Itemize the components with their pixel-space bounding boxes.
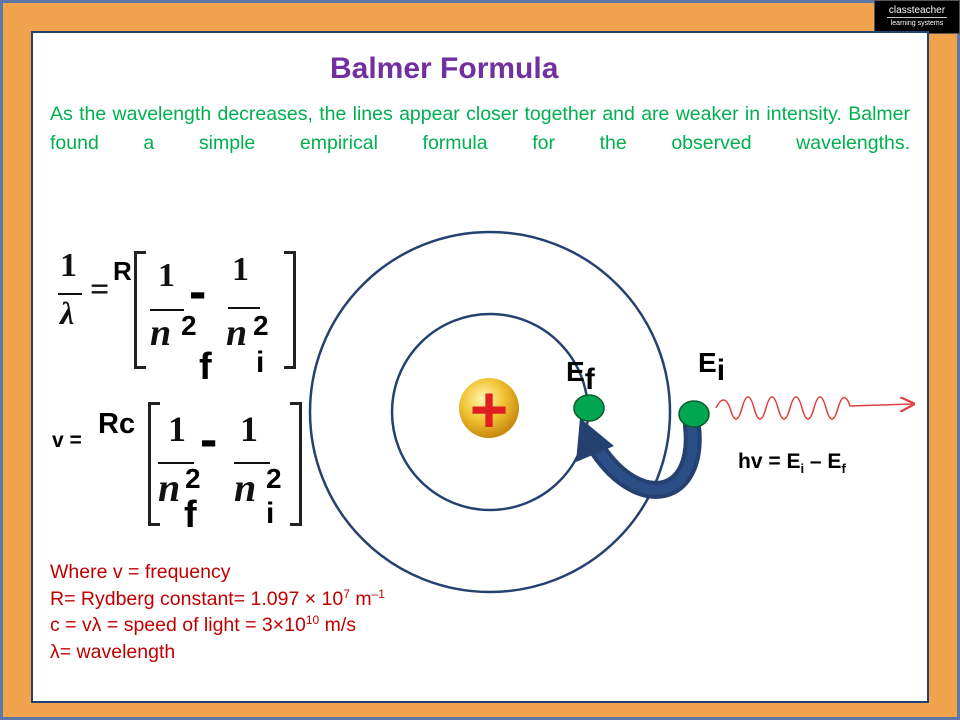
legend-c-times: × <box>272 614 285 636</box>
formula1-exp2: 2 <box>253 310 269 341</box>
legend-c-exp: 10 <box>305 613 320 627</box>
variable-legend: Where v = frequency R= Rydberg constant=… <box>50 559 385 665</box>
energy-final-E: E <box>566 356 585 387</box>
legend-frequency: Where v = frequency <box>50 561 231 583</box>
formula1-left-bracket <box>134 251 146 369</box>
formula1-term1-num: 1 <box>158 257 175 294</box>
legend-rydberg-exp: 7 <box>343 586 350 601</box>
formula2-lhs: v = <box>52 429 82 452</box>
formula1-term2-num: 1 <box>232 251 249 288</box>
electron-initial <box>678 400 710 428</box>
electron-final <box>573 394 605 422</box>
legend-rydberg-unit-exp: –1 <box>371 586 385 601</box>
formula2-term1-bar <box>158 462 194 464</box>
energy-final-sub: f <box>584 363 595 396</box>
hv-sub-i: i <box>800 461 805 477</box>
photon-wave <box>715 396 912 420</box>
hv-lhs: hv = E <box>738 450 801 473</box>
formula2-Rc: Rc <box>98 408 136 440</box>
formula2-term1-den: n <box>158 465 181 510</box>
photon-energy-equation: hv = Ei – Ef <box>738 450 846 476</box>
outer-orbit <box>308 230 672 594</box>
legend-rydberg: R= Rydberg constant= 1.097 × 107 m–1 <box>50 586 385 613</box>
nucleus-plus-sign: + <box>470 372 509 446</box>
formula2-left-bracket <box>148 402 160 526</box>
legend-rydberg-unit: m <box>349 587 372 610</box>
formula1-sub-f: f <box>199 346 212 388</box>
formula2-exp1: 2 <box>185 463 201 494</box>
nucleus <box>459 378 519 438</box>
classteacher-logo: classteacher learning systems <box>874 0 960 34</box>
formula1-R: R <box>113 256 132 286</box>
formula1-minus: - <box>189 263 207 321</box>
legend-c-unit: m/s <box>319 614 357 636</box>
hv-minus: – E <box>804 450 842 473</box>
formula1-sub-i: i <box>256 346 265 379</box>
legend-c-text: c = vλ = speed of light = 3 <box>50 614 273 636</box>
formula2-minus: - <box>200 411 218 469</box>
formula1-lhs-den: λ <box>60 295 75 331</box>
logo-tagline: learning systems <box>890 20 944 27</box>
energy-initial-sub: i <box>716 354 726 387</box>
formula2-term2-den: n <box>234 465 257 510</box>
hv-sub-f: f <box>841 461 846 477</box>
formula1-exp1: 2 <box>181 310 197 341</box>
intro-paragraph: As the wavelength decreases, the lines a… <box>50 103 910 154</box>
formula2-term2-num: 1 <box>240 409 258 449</box>
formula1-image: 1 λ = 1 n 1 n <box>52 247 300 373</box>
formula2-sub-i: i <box>266 497 275 530</box>
formula2-right-bracket <box>290 402 302 526</box>
transition-arrow-shaft-inner <box>593 421 698 495</box>
legend-wavelength: λ= wavelength <box>50 640 176 663</box>
formula1-term2-bar <box>228 307 260 309</box>
formula2-exp2: 2 <box>266 463 282 494</box>
energy-initial-label: Ei <box>698 346 725 387</box>
formula2-term2-bar <box>234 462 270 464</box>
transition-arrow-head <box>576 418 614 462</box>
formula1-term2-den: n <box>226 312 248 354</box>
energy-initial-E: E <box>698 347 717 378</box>
formula1-lhs-num: 1 <box>60 247 77 284</box>
formula2-term1-num: 1 <box>168 409 186 449</box>
legend-c-base: 10 <box>284 614 306 636</box>
formula1-term1-bar <box>150 309 184 311</box>
formula2-sub-f: f <box>184 494 197 536</box>
logo-brand: classteacher <box>887 5 947 18</box>
formula1-equals: = <box>90 271 110 308</box>
formula1-term1-den: n <box>150 312 172 354</box>
legend-speed-of-light: c = vλ = speed of light = 3×1010 m/s <box>50 612 385 639</box>
slide-title: Balmer Formula <box>330 52 559 85</box>
legend-rydberg-text: R= Rydberg constant= 1.097 × 10 <box>50 587 344 610</box>
energy-final-label: Ef <box>566 355 595 396</box>
formula1-right-bracket <box>284 251 296 369</box>
formula2-image: 1 n 1 n <box>148 400 306 530</box>
formula1-lhs-bar <box>58 293 82 295</box>
